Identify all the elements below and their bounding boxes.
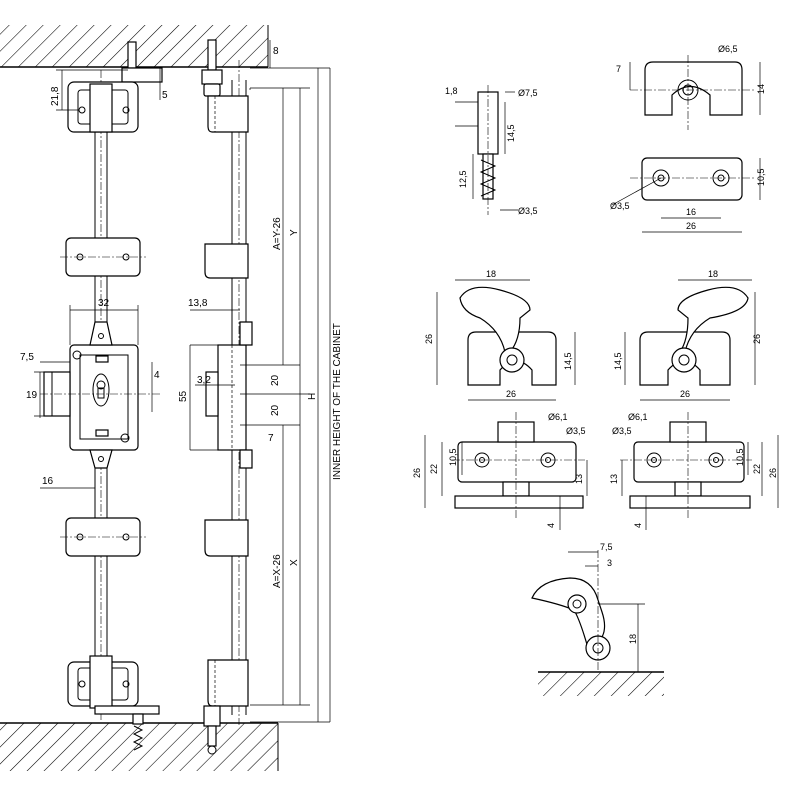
base-left-dim-22: 22 <box>429 464 439 474</box>
hook-detail-left <box>436 279 576 401</box>
base-right-dim-dia-3-5: Ø3,5 <box>612 426 632 436</box>
bottom-guide-bracket <box>67 655 160 751</box>
base-right-dim-13: 13 <box>609 474 619 484</box>
guide-dim-7: 7 <box>616 64 621 74</box>
lower-guide-bracket <box>60 517 146 557</box>
latch-dim-7-5: 7,5 <box>600 542 613 552</box>
dim-20-lower: 20 <box>270 404 281 416</box>
base-left-dim-10-5: 10,5 <box>448 448 458 466</box>
dim-3-2: 3,2 <box>197 375 211 386</box>
inner-height-label: INNER HEIGHT OF THE CABINET <box>332 323 343 480</box>
hook-left-dim-26h: 26 <box>424 334 434 344</box>
hook-right-dim-18: 18 <box>708 269 718 279</box>
guide-dim-10-5: 10,5 <box>756 168 766 186</box>
guide-dim-dia-3-5: Ø3,5 <box>610 201 630 211</box>
dim-5: 5 <box>162 90 168 101</box>
base-right-dim-22: 22 <box>752 464 762 474</box>
latch-detail <box>531 550 664 696</box>
pin-dim-12-5: 12,5 <box>458 170 468 188</box>
dim-20-upper: 20 <box>270 374 281 386</box>
side-rod-assembly <box>201 39 253 755</box>
dim-4: 4 <box>154 370 160 381</box>
side-dimensions <box>189 40 331 723</box>
pin-dim-dia-7-5: Ø7,5 <box>518 88 538 98</box>
latch-dim-18: 18 <box>628 634 638 644</box>
base-left-dim-13: 13 <box>574 474 584 484</box>
base-detail-left <box>424 412 588 530</box>
base-right-dim-4: 4 <box>633 523 643 528</box>
hook-left-dim-26w: 26 <box>506 389 516 399</box>
guide-dim-14: 14 <box>756 84 766 94</box>
hook-detail-right <box>624 279 756 401</box>
lock-body <box>40 321 160 469</box>
front-dimensions <box>34 68 161 489</box>
guide-detail-plan <box>611 157 761 233</box>
base-left-dim-26: 26 <box>412 468 422 478</box>
dim-x: X <box>289 559 300 566</box>
dim-8: 8 <box>273 46 279 57</box>
dim-16: 16 <box>42 476 54 487</box>
guide-detail-top <box>629 55 761 130</box>
dim-a-x-26: A=X-26 <box>272 554 283 588</box>
hook-left-dim-14-5: 14,5 <box>563 352 573 370</box>
base-left-dim-4: 4 <box>546 523 556 528</box>
hook-right-dim-26w: 26 <box>680 389 690 399</box>
pin-detail <box>455 85 518 215</box>
base-left-dim-dia-6-1: Ø6,1 <box>548 412 568 422</box>
base-right-dim-10-5: 10,5 <box>735 448 745 466</box>
guide-dim-dia-6-5: Ø6,5 <box>718 44 738 54</box>
pin-dim-14-5: 14,5 <box>506 124 516 142</box>
top-guide-bracket <box>67 81 139 133</box>
base-detail-right <box>620 412 779 530</box>
pin-dim-1-8: 1,8 <box>445 86 458 96</box>
base-right-dim-dia-6-1: Ø6,1 <box>628 412 648 422</box>
dimension-labels: INNER HEIGHT OF THE CABINET 8 5 21,8 32 … <box>20 44 778 644</box>
hook-left-dim-18: 18 <box>486 269 496 279</box>
latch-dim-3: 3 <box>607 558 612 568</box>
dim-h: H <box>307 393 318 400</box>
hook-right-dim-14-5: 14,5 <box>613 352 623 370</box>
dim-19: 19 <box>26 390 38 401</box>
upper-guide-bracket <box>60 237 146 277</box>
dim-13-8: 13,8 <box>188 298 208 309</box>
dim-21-8: 21,8 <box>50 86 61 106</box>
hook-right-dim-26h: 26 <box>752 334 762 344</box>
dim-a-y-26: A=Y-26 <box>272 217 283 250</box>
dim-32: 32 <box>98 298 110 309</box>
dim-7-5: 7,5 <box>20 352 34 363</box>
front-rod-assembly <box>40 41 163 751</box>
base-right-dim-26: 26 <box>768 468 778 478</box>
dim-55: 55 <box>178 390 189 402</box>
dim-7: 7 <box>268 433 274 444</box>
guide-dim-26: 26 <box>686 221 696 231</box>
pin-dim-dia-3-5: Ø3,5 <box>518 206 538 216</box>
guide-dim-16: 16 <box>686 207 696 217</box>
dim-y: Y <box>289 229 300 236</box>
base-left-dim-dia-3-5: Ø3,5 <box>566 426 586 436</box>
